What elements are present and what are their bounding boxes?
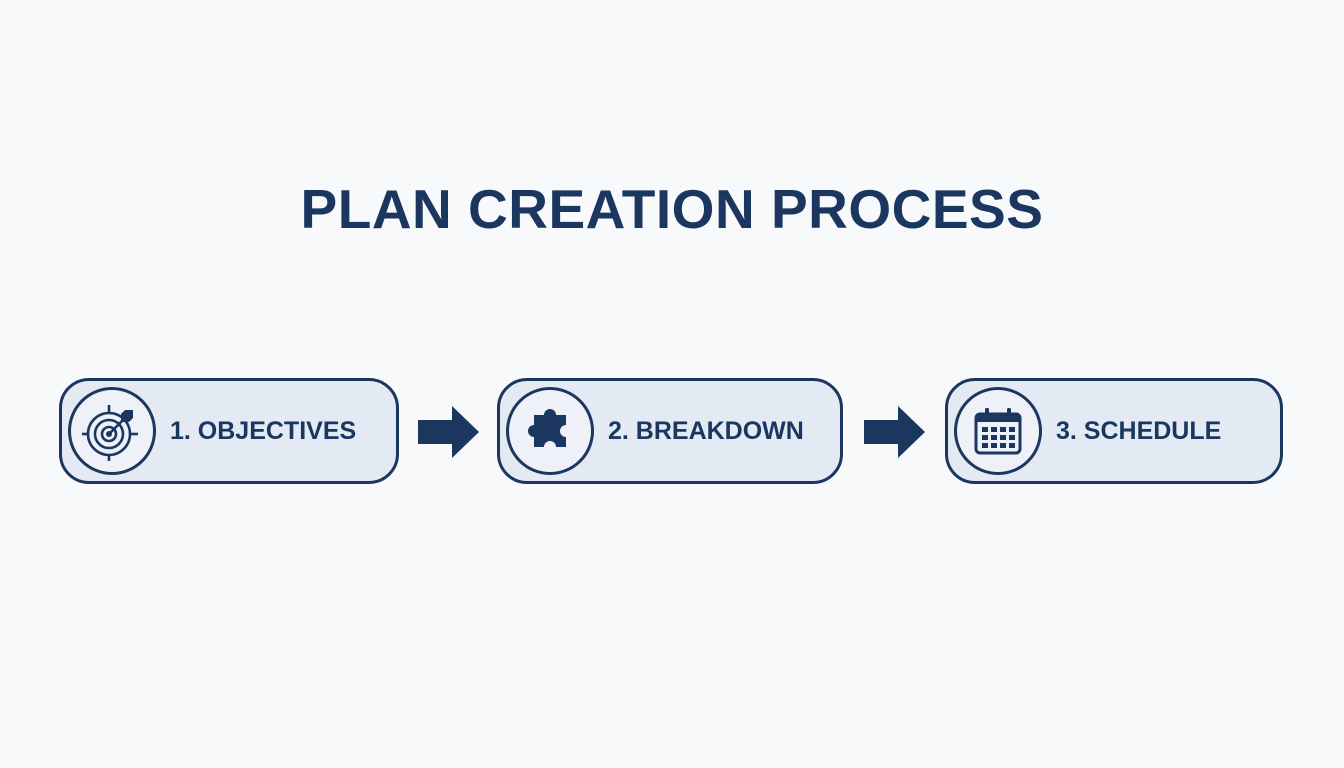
step-label: 1. OBJECTIVES	[170, 417, 357, 445]
calendar-icon	[954, 387, 1042, 475]
target-icon	[68, 387, 156, 475]
step-schedule: 3. SCHEDULE	[945, 378, 1283, 484]
step-label: 3. SCHEDULE	[1056, 417, 1222, 445]
step-label: 2. BREAKDOWN	[608, 417, 804, 445]
step-objectives: 1. OBJECTIVES	[59, 378, 399, 484]
arrow-right-icon	[864, 406, 925, 458]
diagram-title: PLAN CREATION PROCESS	[300, 178, 1044, 240]
puzzle-icon	[506, 387, 594, 475]
step-breakdown: 2. BREAKDOWN	[497, 378, 843, 484]
arrow-right-icon	[418, 406, 479, 458]
